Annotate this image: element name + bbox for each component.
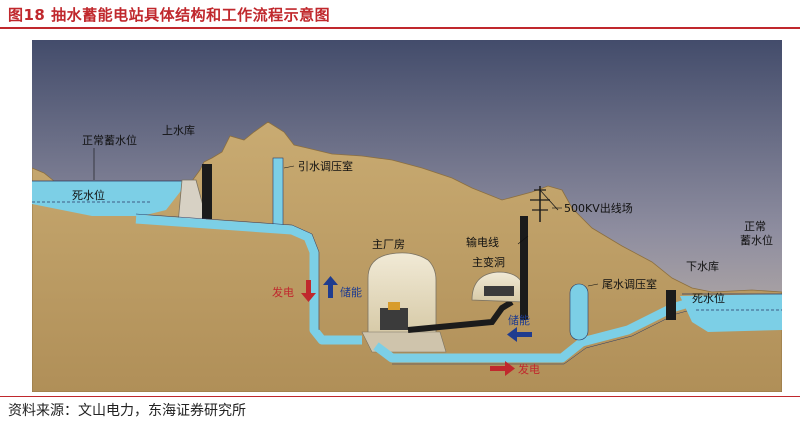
- label-upper-reservoir: 上水库: [162, 124, 195, 137]
- label-outgoing-yard: 500KV出线场: [564, 201, 633, 215]
- source-note: 资料来源：文山电力，东海证券研究所: [8, 403, 246, 419]
- store-arrow-left: [323, 276, 338, 298]
- label-generate-left: 发电: [272, 285, 294, 299]
- store-arrow-right: [507, 327, 532, 342]
- upper-reservoir-water: [32, 181, 190, 216]
- lower-intake-tower: [666, 290, 676, 320]
- pumped-storage-diagram: 上水库 正常蓄水位 死水位 引水调压室 主厂房 输电线 主变洞 500KV出线场…: [32, 40, 782, 392]
- label-main-transformer-cavern: 主变洞: [472, 255, 505, 269]
- top-divider: [0, 27, 800, 29]
- label-store-left: 储能: [340, 285, 362, 299]
- label-lower-normal-level-1: 正常: [744, 220, 766, 233]
- transmission-shaft: [520, 216, 528, 320]
- inlet-surge-chamber: [272, 157, 284, 229]
- label-tailrace-surge-chamber: 尾水调压室: [602, 277, 657, 291]
- label-generate-right: 发电: [518, 362, 540, 376]
- label-lower-dead-level: 死水位: [692, 291, 725, 305]
- figure-title: 图18 抽水蓄能电站具体结构和工作流程示意图: [8, 6, 331, 24]
- outgoing-yard-tower: [530, 186, 559, 222]
- upper-intake-tower: [202, 164, 212, 219]
- generate-arrow-right: [490, 361, 515, 376]
- label-upper-normal-level: 正常蓄水位: [82, 133, 137, 147]
- tailrace-surge-chamber: [569, 283, 589, 341]
- label-main-powerhouse: 主厂房: [372, 238, 405, 251]
- label-lower-normal-level-2: 蓄水位: [740, 233, 773, 247]
- label-store-right: 储能: [508, 313, 530, 327]
- label-inlet-surge-chamber: 引水调压室: [298, 159, 353, 173]
- bus-tunnel: [407, 299, 514, 333]
- label-transmission-line: 输电线: [466, 235, 499, 249]
- headrace-tunnel: [135, 214, 362, 345]
- lower-reservoir-water: [680, 294, 782, 332]
- generator-unit: [380, 308, 408, 330]
- generate-arrow-left: [301, 280, 316, 302]
- bottom-divider: [0, 396, 800, 397]
- label-upper-dead-level: 死水位: [72, 188, 105, 202]
- label-lower-reservoir: 下水库: [686, 260, 719, 273]
